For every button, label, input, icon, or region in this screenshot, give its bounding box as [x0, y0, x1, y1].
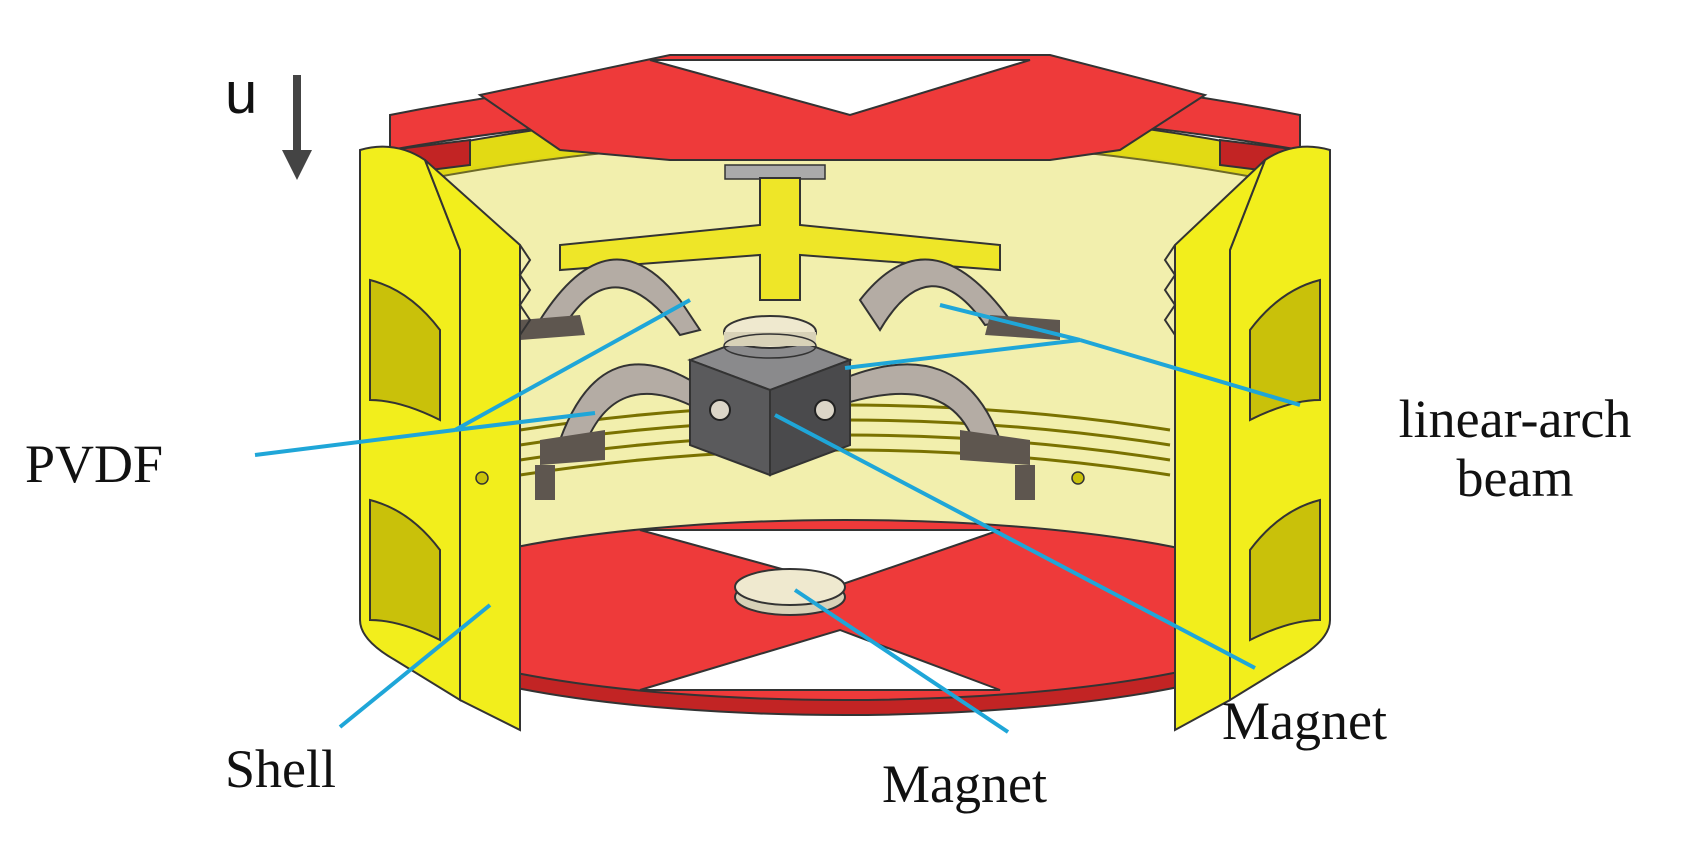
- linear-arch-beam-label-line1: linear-arch: [1398, 389, 1632, 449]
- magnet-disc-bottom: [734, 568, 846, 616]
- pvdf-leader: [254, 428, 456, 457]
- top-plate: [389, 54, 1301, 180]
- beam-leader-branch-lower: [844, 338, 1081, 370]
- magnet-center-leader: [774, 413, 1256, 670]
- shell-label: Shell: [225, 739, 337, 799]
- bottom-plate: [384, 519, 1306, 716]
- center-stem: [559, 177, 1001, 301]
- magnet-cube: [687, 315, 853, 477]
- pvdf-leader-branch-lower: [454, 411, 596, 432]
- pvdf-label: PVDF: [25, 434, 164, 494]
- direction-label: u: [225, 61, 258, 126]
- beam-leader: [1079, 338, 1301, 407]
- magnet-bottom-leader: [793, 588, 1010, 734]
- linear-arch-beams: [520, 258, 1060, 500]
- pvdf-leader-branch-upper: [454, 298, 691, 432]
- magnet-bottom-label: Magnet: [882, 754, 1047, 814]
- magnet-center-label: Magnet: [1222, 691, 1387, 751]
- leader-lines: [254, 298, 1301, 734]
- beam-leader-branch-upper: [939, 303, 1081, 342]
- linear-arch-beam-label-line2: beam: [1456, 448, 1574, 509]
- shell-leader: [338, 603, 492, 729]
- shell-front: [359, 145, 1331, 732]
- direction-arrow: [282, 75, 312, 180]
- linear-arch-beam-label: linear-arch beam: [1345, 389, 1681, 509]
